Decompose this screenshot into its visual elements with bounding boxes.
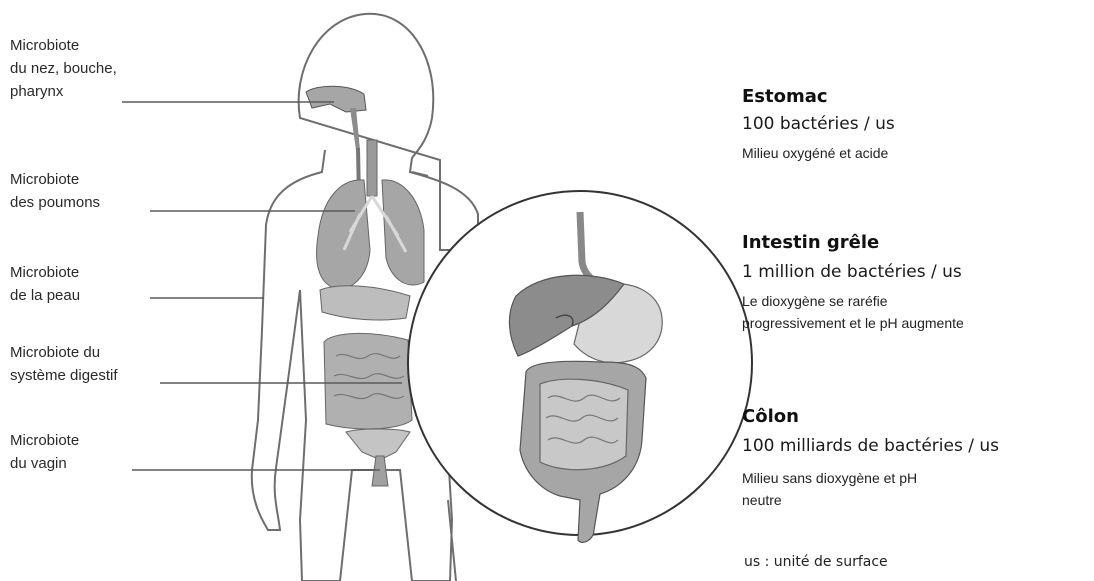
description-line: neutre [742, 489, 917, 511]
footnote-unit: us : unité de surface [744, 554, 888, 570]
trachea [367, 140, 377, 196]
label-line: système digestif [10, 364, 118, 387]
stomach-bacteria-count: 100 bactéries / us [742, 114, 895, 134]
description-line: progressivement et le pH augmente [742, 312, 964, 334]
label-line: Microbiote [10, 168, 100, 191]
right-lung [382, 180, 424, 285]
small-intestine-bacteria-count: 1 million de bactéries / us [742, 262, 962, 282]
stomach-title: Estomac [742, 86, 828, 107]
label-line: de la peau [10, 284, 80, 307]
zoom-small-intestine [540, 379, 628, 470]
description-line: Milieu sans dioxygène et pH [742, 467, 917, 489]
label-skin: Microbiote de la peau [10, 261, 80, 307]
label-line: Microbiote [10, 261, 80, 284]
description-line: Milieu oxygéné et acide [742, 142, 888, 164]
colon-bacteria-count: 100 milliards de bactéries / us [742, 436, 999, 456]
body-intestines [324, 333, 412, 429]
label-line: des poumons [10, 191, 100, 214]
stomach-description: Milieu oxygéné et acide [742, 142, 888, 164]
colon-description: Milieu sans dioxygène et pH neutre [742, 467, 917, 511]
colon-title: Côlon [742, 406, 799, 427]
body-liver [320, 286, 410, 320]
label-line: Microbiote du [10, 341, 118, 364]
label-line: pharynx [10, 80, 117, 103]
label-line: Microbiote [10, 34, 117, 57]
label-nose-mouth-pharynx: Microbiote du nez, bouche, pharynx [10, 34, 117, 103]
label-line: Microbiote [10, 429, 79, 452]
small-intestine-title: Intestin grêle [742, 232, 879, 253]
label-lungs: Microbiote des poumons [10, 168, 100, 214]
label-line: du vagin [10, 452, 79, 475]
magnified-digestive-circle [408, 191, 752, 542]
small-intestine-description: Le dioxygène se raréfie progressivement … [742, 290, 964, 334]
label-vagina: Microbiote du vagin [10, 429, 79, 475]
label-line: du nez, bouche, [10, 57, 117, 80]
label-digestive-system: Microbiote du système digestif [10, 341, 118, 387]
description-line: Le dioxygène se raréfie [742, 290, 964, 312]
